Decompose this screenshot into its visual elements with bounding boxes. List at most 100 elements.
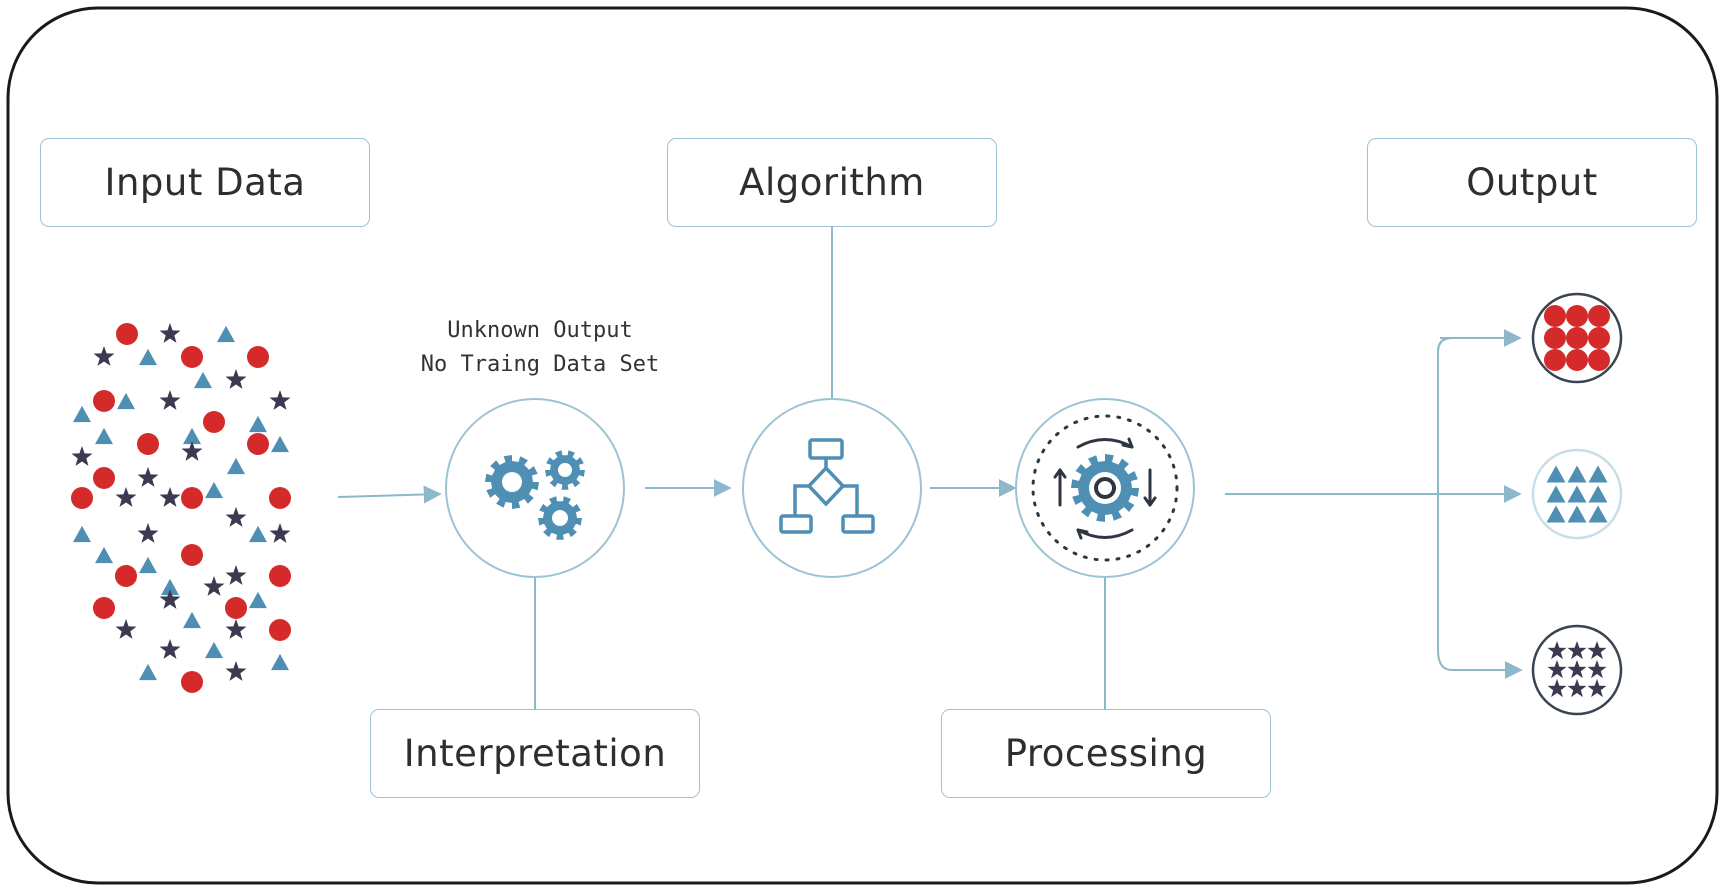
cluster-star-point (1547, 660, 1567, 679)
cycle-arrows-icon (1053, 437, 1157, 540)
cluster-star-point (1587, 679, 1607, 698)
arrow-input-to-interpretation (337, 485, 442, 504)
data-point-star (159, 323, 181, 343)
data-point-circle (137, 433, 159, 455)
data-point-star (181, 441, 203, 461)
data-point-star (159, 589, 181, 609)
circle-cluster-node (1531, 292, 1623, 384)
data-point-circle (269, 565, 291, 587)
cluster-circle-point (1588, 327, 1610, 349)
gear-hole (1089, 472, 1121, 504)
outer-frame (6, 6, 1719, 885)
gear-hole (502, 472, 522, 492)
cluster-star-point (1587, 660, 1607, 679)
cluster-triangle-point (1588, 465, 1608, 483)
data-point-star (269, 523, 291, 543)
processing-label: Processing (941, 709, 1271, 798)
star-cluster-icon (1547, 641, 1607, 698)
cluster-circle-point (1588, 305, 1610, 327)
data-point-triangle (217, 325, 235, 343)
data-point-triangle (194, 371, 212, 389)
data-point-triangle (73, 525, 91, 543)
cluster-triangle-point (1567, 505, 1587, 523)
data-point-star (203, 576, 225, 596)
data-point-circle (181, 671, 203, 693)
cluster-circle-point (1566, 349, 1588, 371)
cluster-circle-point (1544, 327, 1566, 349)
input-data-label: Input Data (40, 138, 370, 227)
gear-cycle-icon (1071, 454, 1139, 522)
data-point-triangle (249, 415, 267, 433)
data-point-star (159, 487, 181, 507)
data-point-triangle (183, 611, 201, 629)
data-point-triangle (227, 457, 245, 475)
arrow-to-circle-cluster (1437, 329, 1522, 353)
data-point-star (71, 446, 93, 466)
annotation-no-training-data: No Traing Data Set (420, 352, 660, 377)
data-point-triangle (95, 427, 113, 445)
cluster-star-point (1567, 660, 1587, 679)
data-point-star (115, 487, 137, 507)
data-point-star (137, 523, 159, 543)
data-point-circle (71, 487, 93, 509)
cluster-triangle-point (1588, 485, 1608, 503)
cluster-star-point (1547, 679, 1567, 698)
cluster-circle-point (1588, 349, 1610, 371)
data-point-star (115, 619, 137, 639)
data-point-star (225, 565, 247, 585)
triangle-cluster-icon (1546, 465, 1608, 523)
data-point-triangle (73, 405, 91, 423)
data-point-star (137, 467, 159, 487)
data-point-triangle (95, 546, 113, 564)
data-point-star (225, 619, 247, 639)
annotation-unknown-output: Unknown Output (447, 318, 633, 343)
cluster-triangle-point (1546, 505, 1566, 523)
data-point-star (93, 346, 115, 366)
data-point-triangle (271, 653, 289, 671)
data-point-circle (247, 433, 269, 455)
branch-line (1437, 337, 1520, 671)
data-point-circle (203, 411, 225, 433)
cluster-star-point (1547, 641, 1567, 660)
cluster-star-point (1567, 679, 1587, 698)
data-point-triangle (139, 556, 157, 574)
data-point-triangle (205, 481, 223, 499)
cluster-star-point (1567, 641, 1587, 660)
cluster-triangle-point (1567, 465, 1587, 483)
output-label: Output (1367, 138, 1697, 227)
star-cluster-node (1531, 624, 1623, 716)
data-point-triangle (161, 578, 179, 596)
data-point-circle (116, 323, 138, 345)
data-point-circle (269, 487, 291, 509)
cluster-circle-point (1566, 305, 1588, 327)
gear-hole (558, 463, 572, 477)
interpretation-node (445, 398, 625, 578)
interpretation-label: Interpretation (370, 709, 700, 798)
algorithm-node (742, 398, 922, 578)
cluster-circle-point (1544, 305, 1566, 327)
gears-icon (485, 450, 585, 540)
data-point-circle (93, 467, 115, 489)
circle-cluster-icon (1544, 305, 1610, 371)
data-point-triangle (139, 663, 157, 681)
cluster-triangle-point (1546, 485, 1566, 503)
data-point-star (159, 390, 181, 410)
cluster-triangle-point (1546, 465, 1566, 483)
cluster-triangle-point (1588, 505, 1608, 523)
data-point-triangle (117, 392, 135, 410)
data-point-circle (93, 597, 115, 619)
gear-center (1094, 477, 1116, 499)
data-point-triangle (205, 641, 223, 659)
data-point-triangle (271, 435, 289, 453)
input-data-scatter (71, 323, 291, 693)
data-point-triangle (139, 348, 157, 366)
data-point-circle (225, 597, 247, 619)
data-point-triangle (183, 427, 201, 445)
data-point-circle (247, 346, 269, 368)
cluster-circle-point (1566, 327, 1588, 349)
cluster-circle-point (1544, 349, 1566, 371)
data-point-triangle (249, 591, 267, 609)
data-point-star (159, 639, 181, 659)
cluster-star-point (1587, 641, 1607, 660)
